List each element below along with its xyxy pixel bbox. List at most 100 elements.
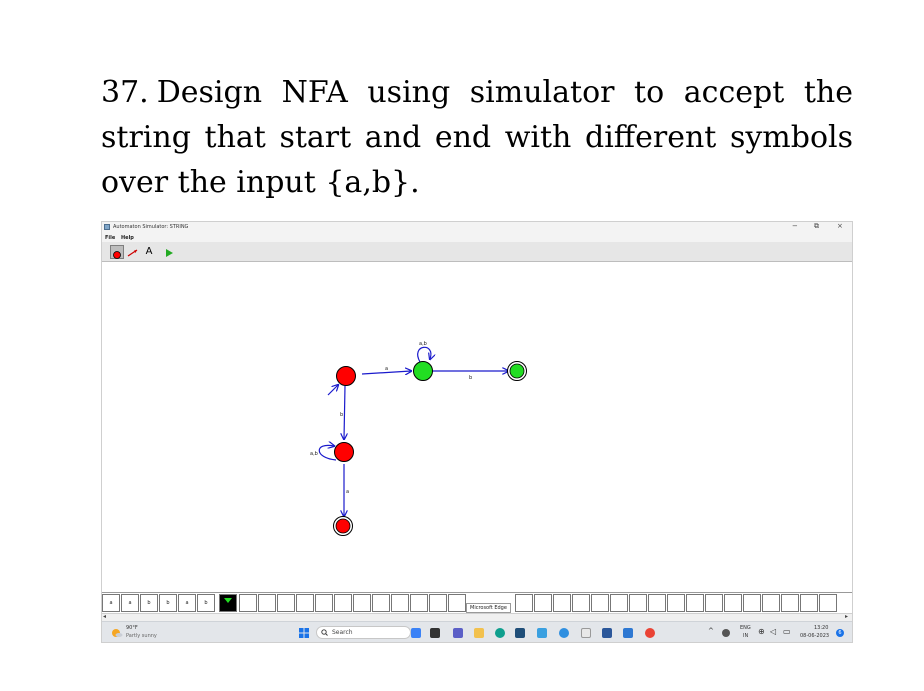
tape-cell[interactable] [296,594,314,612]
tape-cell[interactable] [315,594,333,612]
label-q3-q4: a [346,489,349,495]
mail-app-icon[interactable] [537,628,547,638]
tape-cell[interactable] [705,594,723,612]
tape-cell[interactable] [629,594,647,612]
globe-icon[interactable]: ⊕ [758,627,765,636]
label-tool-glyph: A [145,246,153,257]
tray-overflow-icon[interactable]: ^ [708,627,714,635]
tape-cell[interactable]: b [140,594,158,612]
edge-tooltip: Microsoft Edge [466,603,511,613]
tape-cell[interactable] [534,594,552,612]
tape-cell[interactable] [410,594,428,612]
tape-cell[interactable] [781,594,799,612]
taskbar-search-box[interactable]: Search [316,626,411,639]
run-tool-button[interactable] [162,245,176,259]
menu-file[interactable]: File [105,235,116,241]
tape-cell[interactable] [667,594,685,612]
state-q0[interactable] [336,366,356,386]
photos-app-icon[interactable] [623,628,633,638]
notification-badge[interactable]: 6 [836,629,844,637]
label-q3-loop: a,b [310,451,318,457]
label-q0-q1: a [385,366,388,372]
word-app-icon[interactable] [602,628,612,638]
automaton-canvas[interactable]: a a,b b b a,b a [102,262,852,592]
tape-cell[interactable] [686,594,704,612]
start-arrow [327,385,338,396]
question-text-block: 37.Design NFA using simulator to accept … [101,70,853,205]
language-indicator[interactable]: ENG [740,625,751,631]
clock-date[interactable]: 08-06-2023 [800,633,830,639]
tape-cell[interactable] [277,594,295,612]
transition-arrow-icon [127,249,138,257]
teams-chat-icon[interactable] [453,628,463,638]
question-body: Design NFA using simulator to accept the… [101,75,853,200]
horizontal-scrollbar[interactable]: ◂ ▸ [102,613,852,621]
tape-cell[interactable] [448,594,466,612]
label-q1-q2: b [469,375,472,381]
tape-cell[interactable] [372,594,390,612]
tape-cell[interactable] [258,594,276,612]
edge-q0-q3 [344,385,345,439]
tape-cell[interactable] [819,594,837,612]
task-view-icon[interactable] [430,628,440,638]
tape-cell[interactable]: a [178,594,196,612]
tape-cell[interactable] [743,594,761,612]
scroll-right-arrow-icon[interactable]: ▸ [845,613,849,620]
play-icon [166,249,173,257]
tape-cell[interactable] [648,594,666,612]
menu-bar: File Help [102,233,852,242]
transition-tool-button[interactable] [126,245,140,259]
java-app-taskbar-icon[interactable] [581,628,591,638]
window-title: Automaton Simulator: STRING [113,224,189,230]
edge-browser-icon[interactable] [495,628,505,638]
windows-start-icon[interactable] [299,628,309,638]
windows-taskbar: 90°F Partly sunny Search ^ ENG IN [102,621,852,642]
restore-button[interactable]: ⧉ [814,222,819,230]
minimize-button[interactable]: − [792,222,798,230]
tape-cell[interactable] [334,594,352,612]
label-q1-loop: a,b [419,341,427,347]
tape-cell[interactable] [429,594,447,612]
tape-cell[interactable] [591,594,609,612]
tape-cell[interactable]: b [197,594,215,612]
state-tool-button[interactable] [110,245,124,259]
tape-cell[interactable]: a [102,594,120,612]
region-indicator[interactable]: IN [743,633,749,639]
state-q2-final[interactable] [509,363,525,379]
tape-head-icon [224,598,232,603]
window-titlebar: Automaton Simulator: STRING − ⧉ × [102,222,852,233]
tape-cell[interactable] [553,594,571,612]
automaton-diagram: a a,b b b a,b a [310,341,527,536]
tray-network-icon[interactable] [722,629,730,637]
tape-cell[interactable] [800,594,818,612]
state-q1[interactable] [413,361,433,381]
close-button[interactable]: × [837,222,843,230]
clock-time[interactable]: 13:20 [814,625,829,631]
battery-icon[interactable]: ▭ [783,627,791,636]
chrome-browser-icon[interactable] [645,628,655,638]
file-explorer-icon[interactable] [474,628,484,638]
bing-app-icon[interactable] [411,628,421,638]
search-placeholder: Search [332,629,353,636]
tape-cell[interactable] [724,594,742,612]
tape-cell[interactable] [239,594,257,612]
tape-cell[interactable] [515,594,533,612]
toolbar: A [102,242,852,262]
tape-cell[interactable] [610,594,628,612]
tape-head-cell[interactable] [219,594,237,612]
state-q4-final[interactable] [335,518,351,534]
edge-q0-q1 [361,371,411,374]
state-q3[interactable] [334,442,354,462]
store-app-icon[interactable] [515,628,525,638]
tape-cell[interactable] [353,594,371,612]
volume-icon[interactable]: ◁ [770,627,777,636]
tape-cell[interactable] [391,594,409,612]
label-tool-button[interactable]: A [142,245,156,259]
menu-help[interactable]: Help [121,235,134,241]
tape-cell[interactable]: a [121,594,139,612]
scroll-left-arrow-icon[interactable]: ◂ [103,613,107,620]
tape-cell[interactable] [762,594,780,612]
tape-cell[interactable]: b [159,594,177,612]
help-app-icon[interactable] [559,628,569,638]
tape-cell[interactable] [572,594,590,612]
